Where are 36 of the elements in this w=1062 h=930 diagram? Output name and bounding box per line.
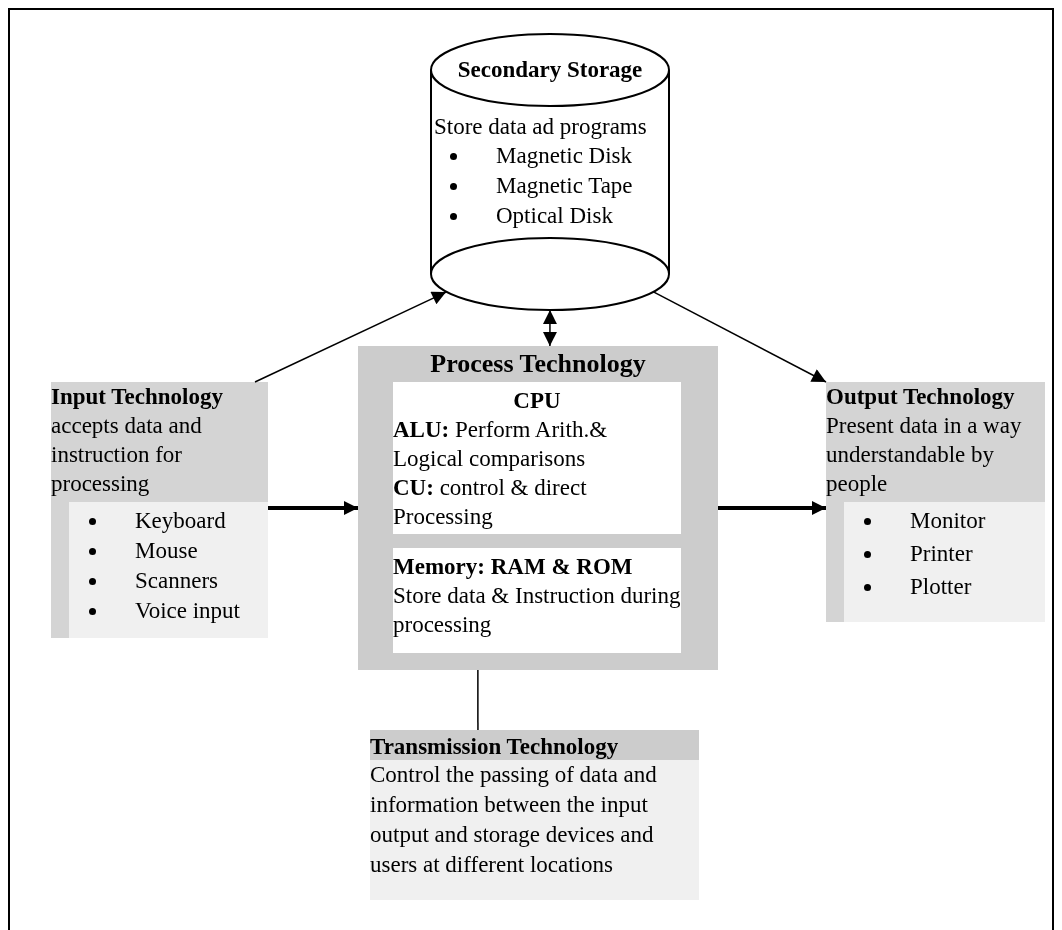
connector-line — [477, 669, 479, 731]
heading: Transmission Technology — [370, 730, 699, 760]
description: accepts data and instruction for processing — [51, 412, 203, 498]
list-item: Keyboard — [69, 506, 268, 536]
heading: CPU — [512, 387, 562, 415]
heading: Input Technology — [51, 383, 224, 411]
list-item: Optical Disk — [430, 201, 670, 231]
list-item: Voice input — [69, 596, 268, 626]
category-box — [51, 382, 268, 638]
arrow — [653, 291, 827, 383]
heading: Secondary Storage — [456, 56, 644, 84]
heading: Process Technology — [429, 348, 647, 379]
storage-cylinder — [430, 34, 670, 310]
list-item: Scanners — [69, 566, 268, 596]
description: Control the passing of data and information between the input output and storage devices and users at different locations — [370, 761, 658, 879]
list-item: Mouse — [69, 536, 268, 566]
arrow — [718, 501, 826, 515]
arrow — [268, 501, 358, 515]
description: Store data ad programs — [433, 113, 648, 141]
list-item: Monitor — [844, 506, 1045, 536]
arrow — [254, 291, 447, 383]
process-panel — [358, 346, 718, 670]
list-item: Magnetic Disk — [430, 141, 670, 171]
category-box — [370, 730, 699, 900]
component-box — [393, 382, 681, 534]
list-item: Printer — [844, 539, 1045, 569]
component-box — [393, 548, 681, 653]
description: CU: control & direct Processing — [393, 474, 588, 531]
category-box — [826, 382, 1045, 622]
description: Store data & Instruction during processing — [393, 582, 681, 639]
arrow — [542, 309, 557, 347]
heading: Output Technology — [826, 383, 1016, 411]
list-item: Magnetic Tape — [430, 171, 670, 201]
heading: Memory: RAM & ROM — [393, 553, 634, 581]
description: Present data in a way understandable by people — [826, 412, 1023, 498]
list-item: Plotter — [844, 572, 1045, 602]
